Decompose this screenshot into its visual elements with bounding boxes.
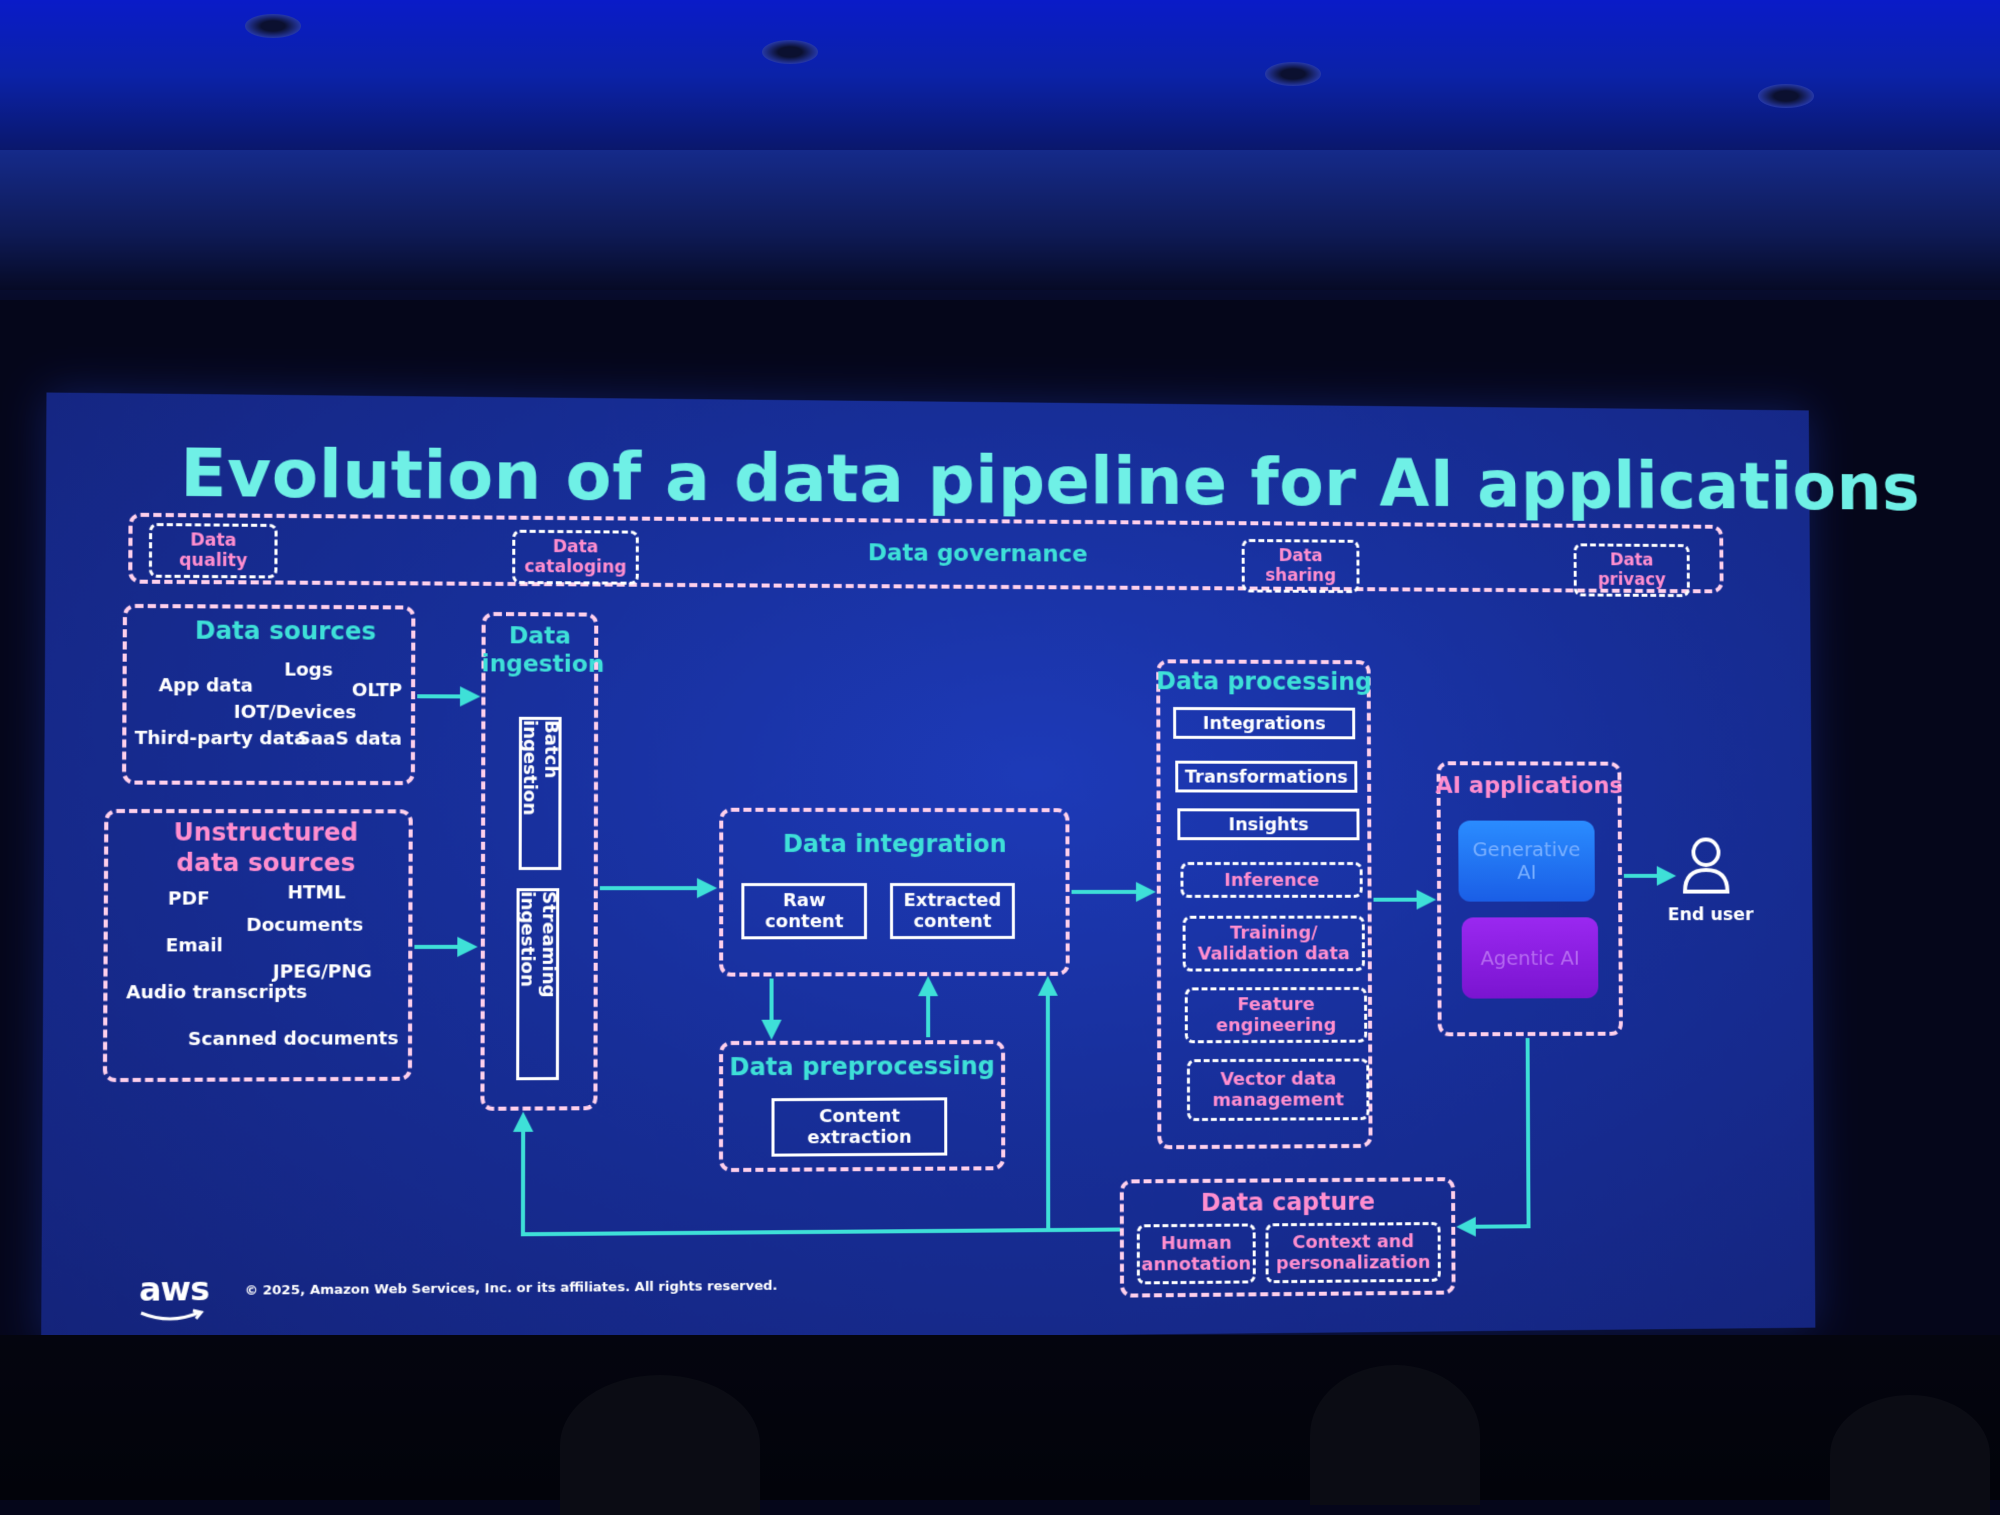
ceiling-band — [0, 150, 2000, 290]
ceiling-light — [762, 40, 818, 64]
ceiling-light — [1265, 62, 1321, 86]
audience-area — [0, 1335, 2000, 1500]
audience-head — [560, 1375, 760, 1515]
flow-arrows — [41, 393, 1815, 1346]
ceiling-light — [245, 14, 301, 38]
audience-head — [1830, 1395, 1990, 1515]
ceiling — [0, 0, 2000, 300]
audience-head — [1310, 1365, 1480, 1505]
ceiling-light — [1758, 84, 1814, 108]
projection-screen: Evolution of a data pipeline for AI appl… — [41, 393, 1815, 1346]
